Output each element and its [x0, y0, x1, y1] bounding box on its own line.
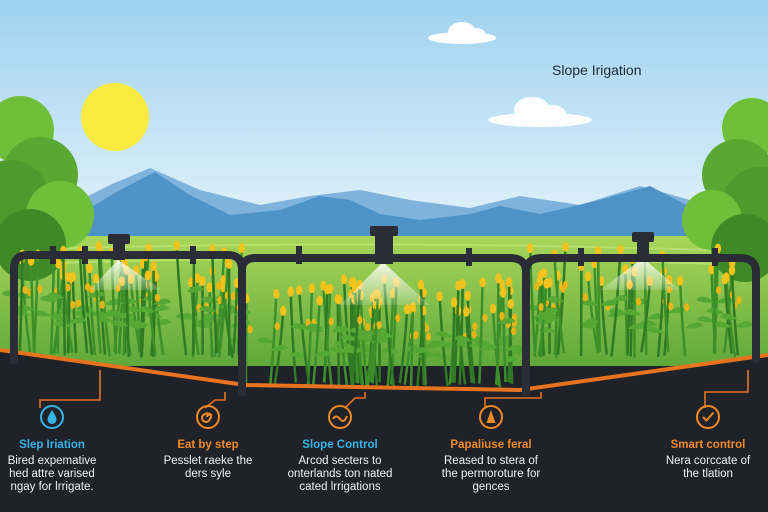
feature-description-line: ngay for lrrigate.	[10, 481, 94, 493]
feature-description-line: Arcod secters to	[298, 455, 382, 467]
feature-description-line: Pesslet raeke the	[163, 455, 253, 467]
cone-icon	[416, 404, 566, 435]
feature-heading: Slep Iriation	[19, 439, 85, 451]
feature-description-line: cated lrrigations	[299, 481, 381, 493]
callout-lines	[39, 370, 749, 409]
checkmark-icon	[633, 404, 768, 435]
cloud-top	[428, 22, 496, 44]
diagram-title: Slope Irigation	[552, 62, 642, 78]
feature-description-line: Reased to stera of	[444, 455, 538, 467]
feature-description-line: gences	[472, 481, 510, 493]
water-sprays	[90, 258, 680, 305]
soil-edge	[0, 348, 768, 393]
wave-control-icon	[265, 404, 415, 435]
soil-panel	[0, 350, 768, 512]
pipe-network	[10, 251, 760, 396]
feature-description-line: hed attre varised	[9, 468, 95, 480]
feature-heading: Smart control	[670, 439, 746, 451]
water-drop-icon	[0, 404, 127, 435]
feature-heading: Papaliuse feral	[450, 439, 532, 451]
feature-heading: Eat by step	[177, 439, 239, 451]
trees-left	[0, 96, 94, 281]
feature-description-line: Nera corccate of	[665, 455, 751, 467]
feature-description-line: the tlation	[683, 468, 733, 480]
feature-description-line: Bired expemative	[7, 455, 97, 467]
sun	[81, 83, 149, 151]
feature-description-line: the permoroture for	[441, 468, 541, 480]
feature-description-line: ders syle	[184, 468, 232, 480]
pipe-joints	[50, 246, 718, 266]
mountains-front	[50, 172, 740, 250]
cloud-right	[488, 97, 592, 127]
sprinkler-heads	[108, 226, 654, 264]
spiral-icon	[133, 404, 283, 435]
feature-description-line: onterlands ton nated	[287, 468, 393, 480]
feature-heading: Slope Control	[302, 439, 378, 451]
